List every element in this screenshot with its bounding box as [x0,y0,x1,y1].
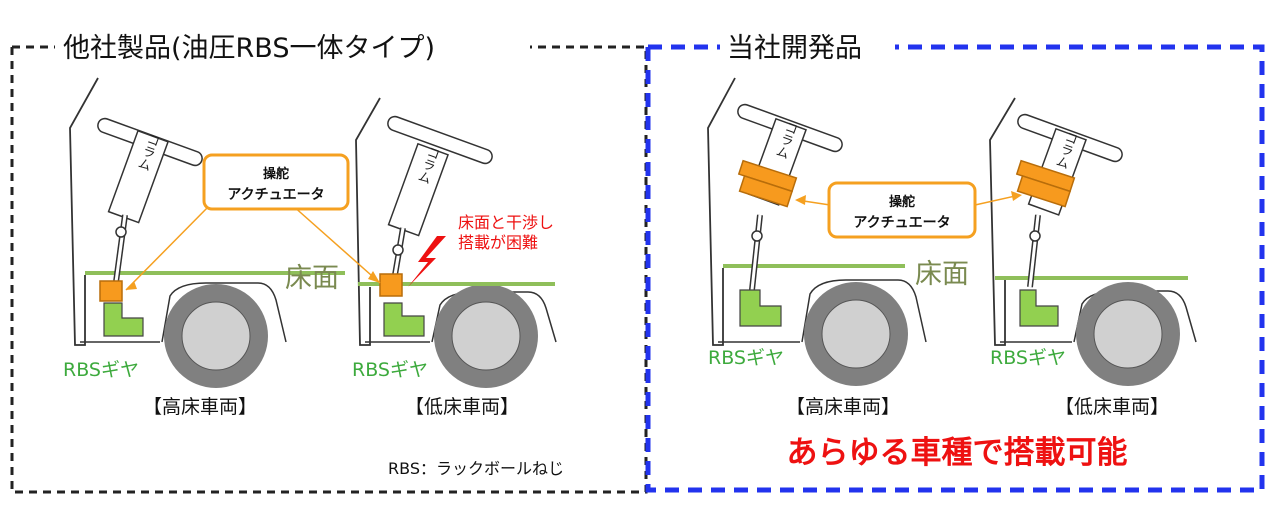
floor-label: 床面 [285,263,339,294]
vehicle-caption: 【高床車両】 [143,396,257,418]
callout-line2: アクチュエータ [227,187,324,203]
right-actuator-callout: 操舵 アクチュエータ [795,181,1022,239]
callout-box [202,153,350,211]
callout-line1: 操舵 [263,166,289,182]
rbs-gear [103,302,144,337]
actuator-block [1015,159,1076,208]
rbs-gear [1019,289,1059,327]
actuator-block [379,273,403,297]
universal-joint [751,230,763,242]
gear-label: RBSギヤ [708,347,784,369]
right-panel: 当社開発品 コラム RBSギヤ 【高床車両 [645,33,1265,493]
cab-outline [355,97,381,346]
right-panel-border [645,44,1265,493]
callout-box [827,181,977,239]
callout-line2: アクチュエータ [853,215,950,231]
rbs-footnote: RBS：ラックボールねじ [388,459,564,478]
conclusion-text: あらゆる車種で搭載可能 [787,435,1128,471]
steering-column: コラム [387,142,449,237]
right-high-floor-truck: コラム RBSギヤ 【高床車両】 [707,77,927,418]
cab-outline [69,77,99,346]
vehicle-caption: 【低床車両】 [405,396,519,418]
callout-line1: 操舵 [889,194,915,210]
left-panel-title: 他社製品(油圧RBS一体タイプ) [63,33,435,64]
right-panel-title: 当社開発品 [727,33,862,64]
interference-note-line1: 床面と干渉し [458,213,554,232]
rbs-gear [739,289,782,327]
callout-leader [291,204,381,284]
right-low-floor-truck: コラム RBSギヤ 【低床車両】 [989,97,1197,418]
vehicle-caption: 【高床車両】 [786,396,900,418]
callout-leader [125,204,211,291]
wheel-rim [181,301,251,371]
left-panel: 他社製品(油圧RBS一体タイプ) コラム RBSギヤ 【高床車両】 [10,33,648,494]
wheel-arch [161,282,287,343]
wheel-arch [801,279,927,343]
interference-note-line2: 搭載が困難 [458,233,538,252]
universal-joint [115,226,127,238]
universal-joint [1029,230,1041,242]
floor-label: 床面 [915,259,969,290]
lightning-bolt-icon [408,236,446,287]
gear-label: RBSギヤ [63,359,139,381]
cab-outline [707,77,736,346]
wheel-rim [451,301,521,371]
wheel-rim [821,299,891,369]
left-high-floor-truck: コラム RBSギヤ 【高床車両】 [63,77,345,418]
vehicle-caption: 【低床車両】 [1055,396,1169,418]
gear-label: RBSギヤ [990,347,1066,369]
steering-column: コラム [107,129,169,224]
rbs-gear [383,302,425,337]
left-low-floor-truck: コラム 床面と干渉し 搭載が困難 RBSギヤ 【低床車両】 [352,97,557,418]
wheel-rim [1093,299,1163,369]
steering-wheel [387,115,493,165]
actuator-block [737,159,798,208]
left-actuator-callout: 操舵 アクチュエータ [125,153,381,291]
cab-outline [989,97,1016,346]
actuator-block [99,280,123,302]
universal-joint [392,244,404,256]
gear-label: RBSギヤ [352,359,428,381]
